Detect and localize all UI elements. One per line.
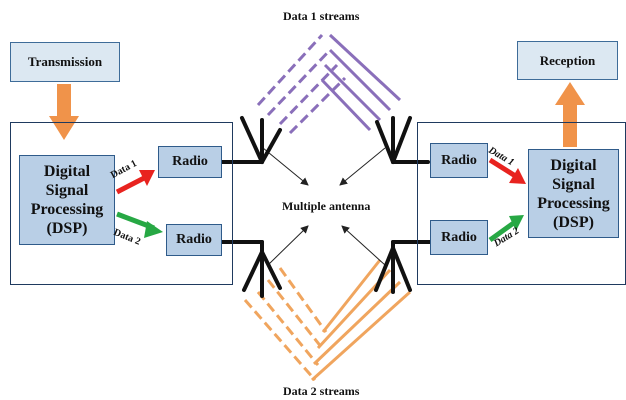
radio-rx1-box: Radio [430, 143, 488, 178]
radio-rx2-box: Radio [430, 220, 488, 255]
reception-label: Reception [539, 52, 596, 68]
multiple-antenna-label: Multiple antenna [282, 199, 371, 213]
antenna-pointer-arrows [262, 147, 386, 266]
data2-stream-dashed-lines [243, 267, 328, 381]
data2-stream-solid-lines [310, 259, 412, 382]
dsp-left-line3: Processing [30, 201, 104, 218]
data2-streams-label: Data 2 streams [283, 384, 360, 398]
radio-rx2-label: Radio [441, 229, 477, 245]
radio-tx2-label: Radio [176, 232, 212, 247]
dsp-right-line3: Processing [537, 194, 610, 212]
data2-rx-arrow [488, 215, 524, 243]
transmission-label: Transmission [27, 54, 103, 69]
antenna-bottom-right-icon [374, 240, 432, 294]
dsp-left-line1: Digital [43, 163, 91, 180]
antenna-top-left-icon [220, 116, 282, 164]
reception-up-arrow [555, 82, 585, 147]
data1-tx-arrow [115, 170, 155, 195]
dsp-right-line1: Digital [550, 156, 597, 174]
dsp-left-box: Digital Signal Processing (DSP) [19, 155, 115, 245]
dsp-right-line2: Signal [552, 175, 595, 193]
antenna-top-right-icon [375, 116, 430, 164]
radio-rx1-label: Radio [441, 152, 477, 168]
data1-stream-solid-lines [320, 33, 402, 132]
radio-tx1-box: Radio [158, 146, 222, 178]
reception-box: Reception [517, 41, 618, 80]
data2-tx-arrow [116, 211, 163, 238]
data1-streams-label: Data 1 streams [283, 9, 360, 23]
dsp-left-line4: (DSP) [46, 220, 88, 237]
transmitter-panel [10, 122, 233, 285]
dsp-right-box: Digital Signal Processing (DSP) [528, 149, 619, 238]
dsp-left-line2: Signal [45, 182, 89, 199]
radio-tx1-label: Radio [172, 154, 208, 169]
transmission-box: Transmission [10, 42, 120, 82]
antenna-bottom-left-icon [220, 240, 282, 298]
dsp-right-line4: (DSP) [553, 213, 594, 231]
radio-tx2-box: Radio [166, 224, 222, 256]
data1-rx-arrow [488, 157, 526, 184]
data1-stream-dashed-lines [256, 33, 347, 135]
